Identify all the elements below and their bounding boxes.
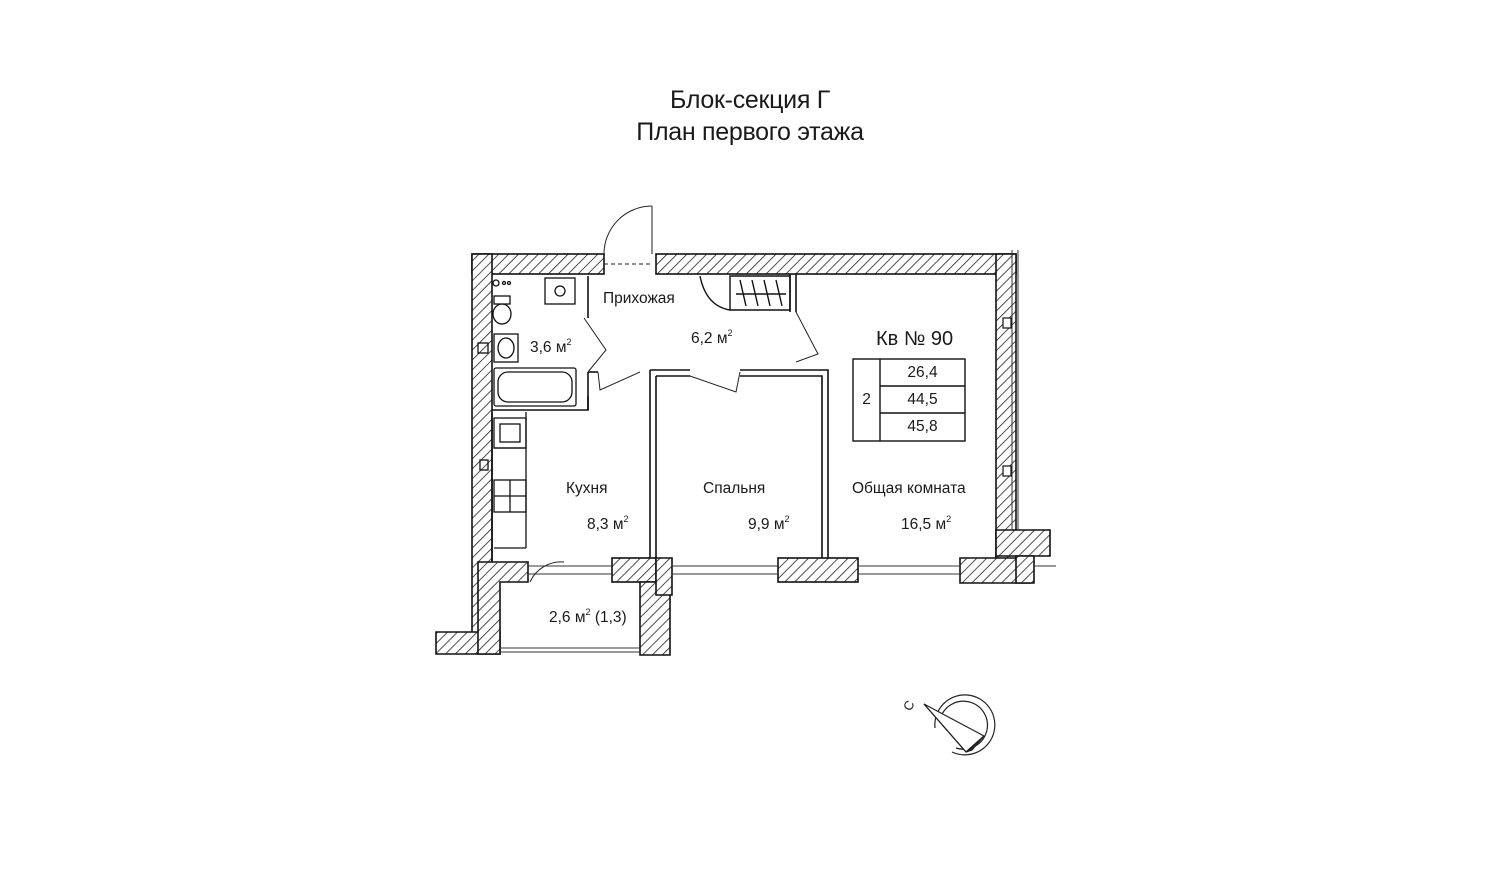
apartment-table [852,358,966,442]
living-room-area: 16,5 м2 [901,514,952,533]
kitchen-area: 8,3 м2 [587,514,629,533]
living-area-value: 26,4 [907,364,938,381]
bedroom-area: 9,9 м2 [748,514,790,533]
kitchen-fixtures [479,412,527,549]
apartment-number: Кв № 90 [876,328,954,350]
wall-markers [1002,317,1012,477]
hall-area: 6,2 м2 [691,328,733,347]
total-with-balcony-value: 45,8 [907,418,938,435]
living-room-name: Общая комната [852,480,966,497]
rooms-count: 2 [862,391,871,408]
door-swings [529,205,819,583]
exterior-walls [435,253,1051,656]
bedroom-name: Спальня [703,480,766,497]
kitchen-name: Кухня [566,480,608,497]
balcony-area: 2,6 м2 (1,3) [549,607,627,626]
floor-title: План первого этажа [636,118,864,146]
compass [923,694,996,756]
hall-name: Прихожая [603,290,675,307]
wardrobe [699,275,791,311]
bath-area: 3,6 м2 [530,337,572,356]
section-title: Блок-секция Г [670,86,830,114]
total-area-value: 44,5 [907,391,938,408]
partitions [491,274,829,562]
windows [500,250,1056,653]
bathroom-fixtures [477,277,577,407]
